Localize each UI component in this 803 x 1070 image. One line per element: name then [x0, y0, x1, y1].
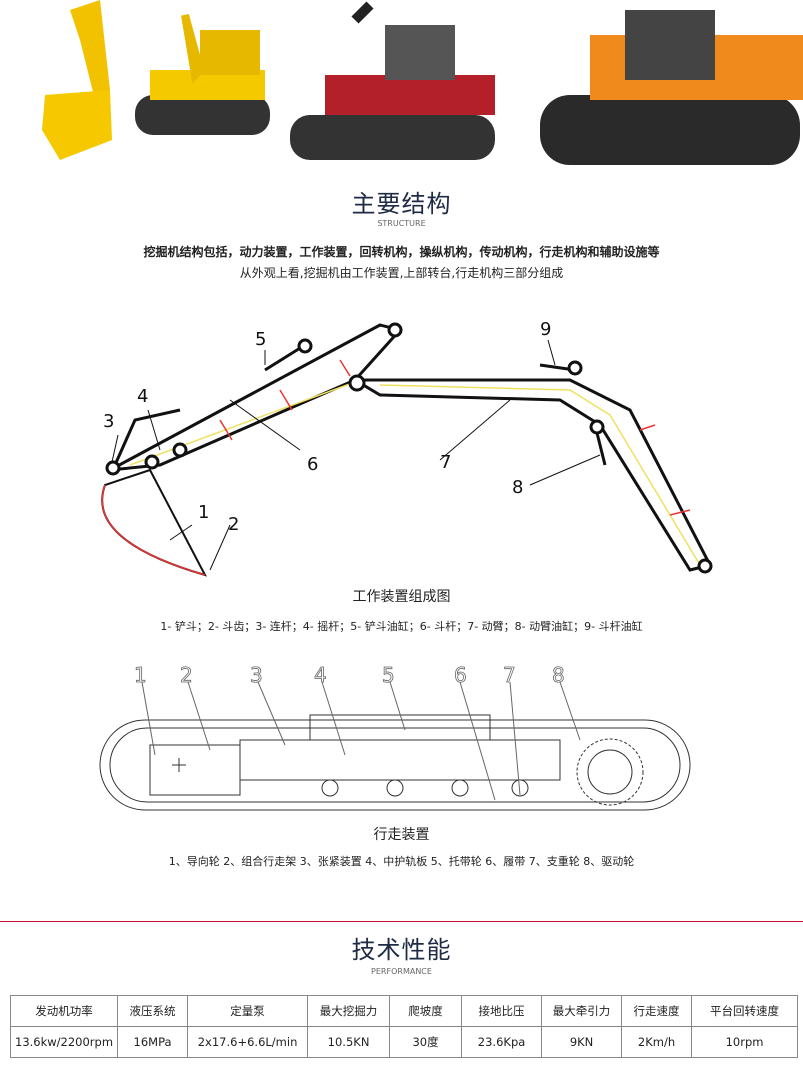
structure-title: 主要结构 [351, 190, 452, 218]
work-number-1: 1 [198, 502, 209, 523]
table-cell: 23.6Kpa [461, 1026, 543, 1058]
structure-intro: 挖掘机结构包括，动力装置，工作装置，回转机构，操纵机构，传动机构，行走机构和辅助… [143, 245, 660, 259]
performance-title: 技术性能 [351, 936, 452, 964]
bucket-photo [42, 0, 112, 160]
track-number-5: 5 [382, 663, 395, 687]
table-header-cell: 爬坡度 [389, 995, 463, 1027]
structure-summary: 从外观上看,挖掘机由工作装置,上部转台,行走机构三部分组成 [239, 266, 564, 280]
table-cell: 9KN [541, 1026, 623, 1058]
table-cell: 30度 [389, 1026, 463, 1058]
track-number-4: 4 [314, 663, 327, 687]
table-header-cell: 液压系统 [117, 995, 189, 1027]
table-header-cell: 发动机功率 [9, 995, 119, 1027]
performance-subtitle: PERFORMANCE [371, 967, 432, 976]
structure-subtitle: STRUCTURE [377, 219, 426, 228]
table-header-row: 发动机功率液压系统定量泵最大挖掘力爬坡度接地比压最大牵引力行走速度平台回转速度 [9, 995, 798, 1027]
table-header-cell: 接地比压 [461, 995, 543, 1027]
table-cell: 13.6kw/2200rpm [9, 1026, 119, 1058]
table-cell: 10rpm [691, 1026, 798, 1058]
work-diagram-caption: 工作装置组成图 [352, 589, 451, 605]
orange-excavator-photo [540, 10, 803, 165]
section-divider [0, 921, 803, 922]
table-cell: 2Km/h [621, 1026, 693, 1058]
work-device-diagram: 1 2 3 4 5 6 7 8 9 [101, 319, 713, 577]
track-diagram-legend: 1、导向轮 2、组合行走架 3、张紧装置 4、中护轨板 5、托带轮 6、履带 7… [168, 855, 635, 868]
work-number-8: 8 [512, 477, 523, 498]
track-number-7: 7 [503, 663, 516, 687]
work-number-6: 6 [307, 454, 318, 475]
track-number-8: 8 [552, 663, 565, 687]
work-number-3: 3 [103, 411, 114, 432]
table-header-cell: 最大挖掘力 [307, 995, 391, 1027]
track-number-2: 2 [180, 663, 193, 687]
track-diagram-caption: 行走装置 [373, 827, 430, 843]
work-number-7: 7 [440, 452, 451, 473]
work-number-9: 9 [540, 319, 551, 340]
work-number-4: 4 [137, 386, 148, 407]
table-cell: 2x17.6+6.6L/min [187, 1026, 309, 1058]
track-number-3: 3 [250, 663, 263, 687]
table-cell: 10.5KN [307, 1026, 391, 1058]
work-diagram-legend: 1- 铲斗；2- 斗齿；3- 连杆；4- 摇杆；5- 铲斗油缸；6- 斗杆；7-… [160, 620, 643, 633]
table-header-cell: 平台回转速度 [691, 995, 798, 1027]
table-cell: 16MPa [117, 1026, 189, 1058]
table-header-cell: 定量泵 [187, 995, 309, 1027]
track-number-1: 1 [134, 663, 147, 687]
table-header-cell: 行走速度 [621, 995, 693, 1027]
work-number-2: 2 [228, 514, 239, 535]
excavator-photos [42, 0, 803, 165]
table-header-cell: 最大牵引力 [541, 995, 623, 1027]
red-excavator-photo [290, 1, 495, 160]
yellow-excavator-photo [135, 13, 270, 135]
track-diagram: 1 2 3 4 5 6 7 8 [99, 663, 691, 811]
track-number-6: 6 [454, 663, 467, 687]
work-number-5: 5 [255, 329, 266, 350]
performance-table: 发动机功率液压系统定量泵最大挖掘力爬坡度接地比压最大牵引力行走速度平台回转速度 … [9, 995, 798, 1058]
